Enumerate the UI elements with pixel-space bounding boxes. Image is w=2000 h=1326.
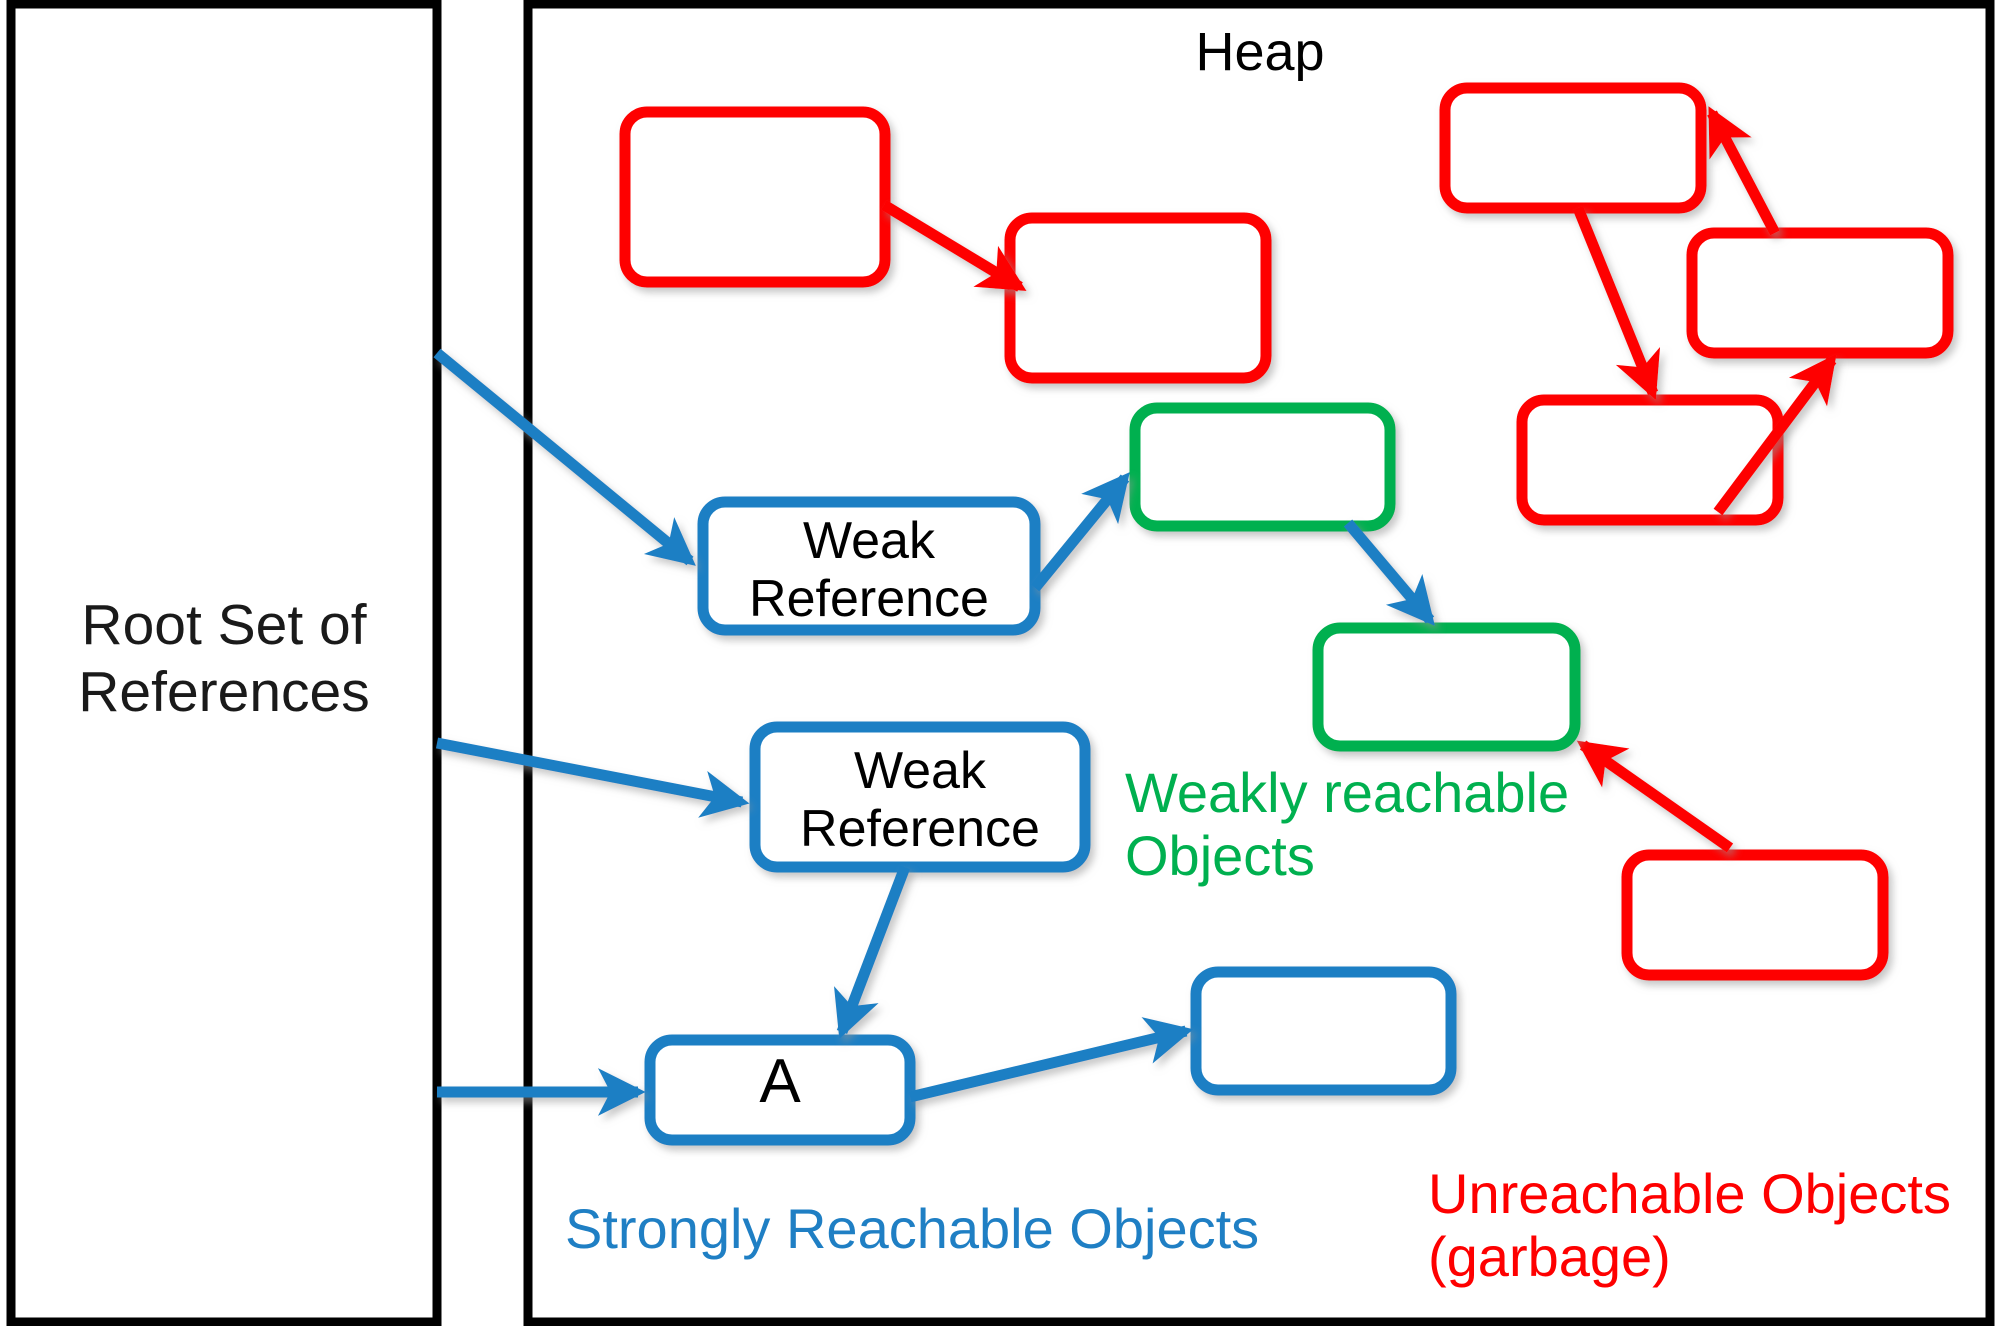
weakly-reachable-object-group [1129,402,1581,752]
edge-red-box1-to-box2 [881,200,1027,292]
object-a-box[interactable] [644,1034,916,1146]
legend-weakly-reachable: Weakly reachable Objects [1125,761,1570,887]
legend-unreachable: Unreachable Objects (garbage) [1428,1162,1951,1288]
unreachable-edge-group [881,106,1837,853]
edge-weak-reference-2-to-object-a [834,865,911,1040]
edge-red-box5-to-box4 [1713,353,1837,516]
weakly-reachable-box-2[interactable] [1312,622,1581,752]
edge-green-1-to-green-2 [1343,519,1435,626]
weak-reference-box-1[interactable] [697,496,1041,636]
edge-weak-reference-1-to-green-1 [1030,472,1130,592]
unreachable-box-3[interactable] [1439,82,1707,214]
strongly-reachable-object-group [644,496,1457,1146]
heap-title: Heap [1195,22,1325,82]
root-set-panel [6,0,442,1326]
weak-reference-box-2[interactable] [749,721,1091,873]
edge-red-box6-to-green2 [1576,740,1734,853]
unreachable-object-group [619,82,1954,981]
strongly-reachable-box-1[interactable] [1190,966,1457,1096]
edge-root-to-weak-reference-1 [433,348,696,566]
unreachable-box-2[interactable] [1004,212,1272,384]
legend-strongly-reachable: Strongly Reachable Objects [565,1197,1260,1260]
weak-reference-label-2: Weak Reference [800,742,1040,859]
edge-red-box4-to-box3 [1707,106,1780,236]
unreachable-box-6[interactable] [1621,849,1889,981]
edge-root-to-weak-reference-2 [435,737,750,818]
object-a-label: A [759,1047,801,1116]
weak-reference-label-1: Weak Reference [749,512,989,629]
unreachable-box-4[interactable] [1686,227,1954,359]
unreachable-box-5[interactable] [1516,394,1784,526]
weakly-reachable-box-1[interactable] [1129,402,1396,532]
strongly-reachable-edge-group [433,348,1435,1116]
edge-red-box3-to-box5 [1572,205,1661,401]
unreachable-box-1[interactable] [619,106,891,288]
edge-object-a-to-strongly-reachable-box-1 [908,1017,1194,1103]
root-set-label: Root Set of References [78,593,370,725]
